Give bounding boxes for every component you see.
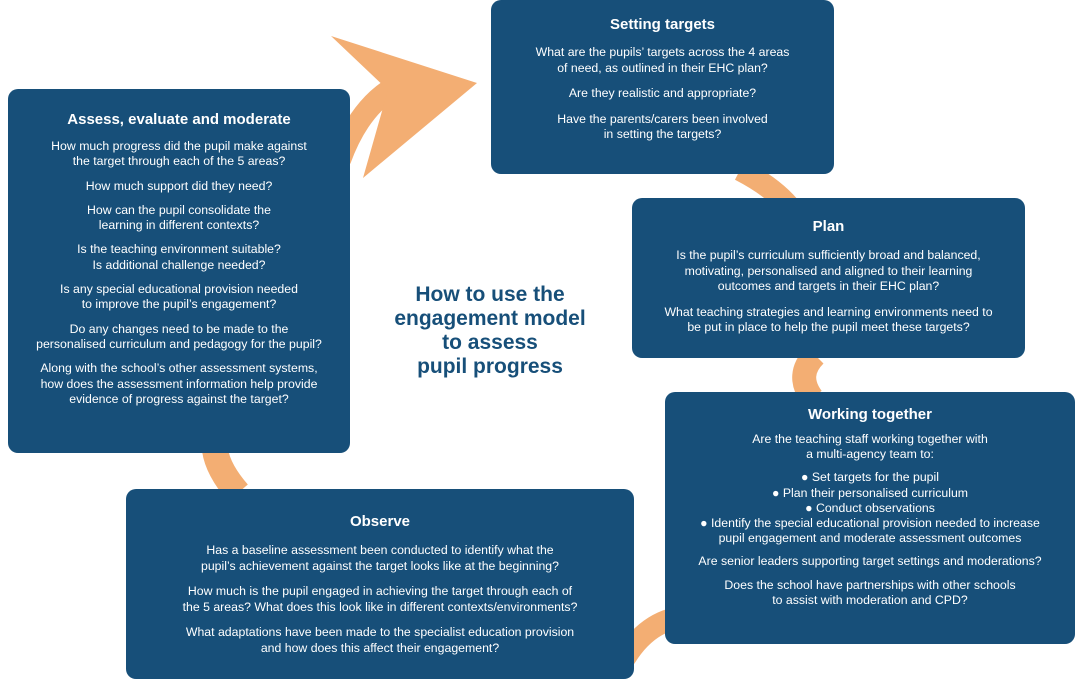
card-title: Assess, evaluate and moderate <box>67 111 291 128</box>
question-text: Are the teaching staff working together … <box>752 432 988 462</box>
list-item: Plan their personalised curriculum <box>679 486 1061 501</box>
list-item: Identify the special educational provisi… <box>679 516 1061 546</box>
question-text: Is the teaching environment suitable? Is… <box>77 242 281 272</box>
question-text: How much support did they need? <box>85 178 273 193</box>
arrow-observe-to-assess <box>202 447 248 502</box>
bullet-list: Set targets for the pupil Plan their per… <box>679 470 1061 546</box>
question-text: Do any changes need to be made to the pe… <box>36 321 322 351</box>
card-title: Working together <box>808 406 932 423</box>
card-observe: Observe Has a baseline assessment been c… <box>126 489 634 679</box>
question-text: Has a baseline assessment been conducted… <box>201 543 559 573</box>
card-assess-evaluate-moderate: Assess, evaluate and moderate How much p… <box>8 89 350 453</box>
question-text: What are the pupils’ targets across the … <box>535 45 790 75</box>
center-heading: How to use the engagement model to asses… <box>394 283 586 378</box>
question-text: Is any special educational provision nee… <box>60 282 298 312</box>
card-plan: Plan Is the pupil’s curriculum sufficien… <box>632 198 1025 358</box>
card-working-together: Working together Are the teaching staff … <box>665 392 1075 644</box>
question-text: What adaptations have been made to the s… <box>185 625 575 655</box>
question-text: Is the pupil’s curriculum sufficiently b… <box>676 248 981 293</box>
question-text: How much progress did the pupil make aga… <box>51 139 307 169</box>
card-setting-targets: Setting targets What are the pupils’ tar… <box>491 0 834 174</box>
question-text: Have the parents/carers been involved in… <box>557 111 768 142</box>
card-title: Plan <box>812 218 845 235</box>
question-text: Are senior leaders supporting target set… <box>698 554 1042 569</box>
arrowhead-icon <box>331 36 477 178</box>
arrow-assess-to-setting <box>329 36 477 178</box>
question-text: What teaching strategies and learning en… <box>664 304 993 335</box>
question-text: Does the school have partnerships with o… <box>724 577 1016 607</box>
question-text: How can the pupil consolidate the learni… <box>87 202 271 233</box>
list-item: Conduct observations <box>679 501 1061 516</box>
question-text: How much is the pupil engaged in achievi… <box>182 584 578 614</box>
card-title: Setting targets <box>609 16 715 33</box>
question-text: Are they realistic and appropriate? <box>568 86 757 100</box>
question-text: Along with the school’s other assessment… <box>40 361 318 406</box>
card-title: Observe <box>349 513 411 530</box>
list-item: Set targets for the pupil <box>679 470 1061 485</box>
